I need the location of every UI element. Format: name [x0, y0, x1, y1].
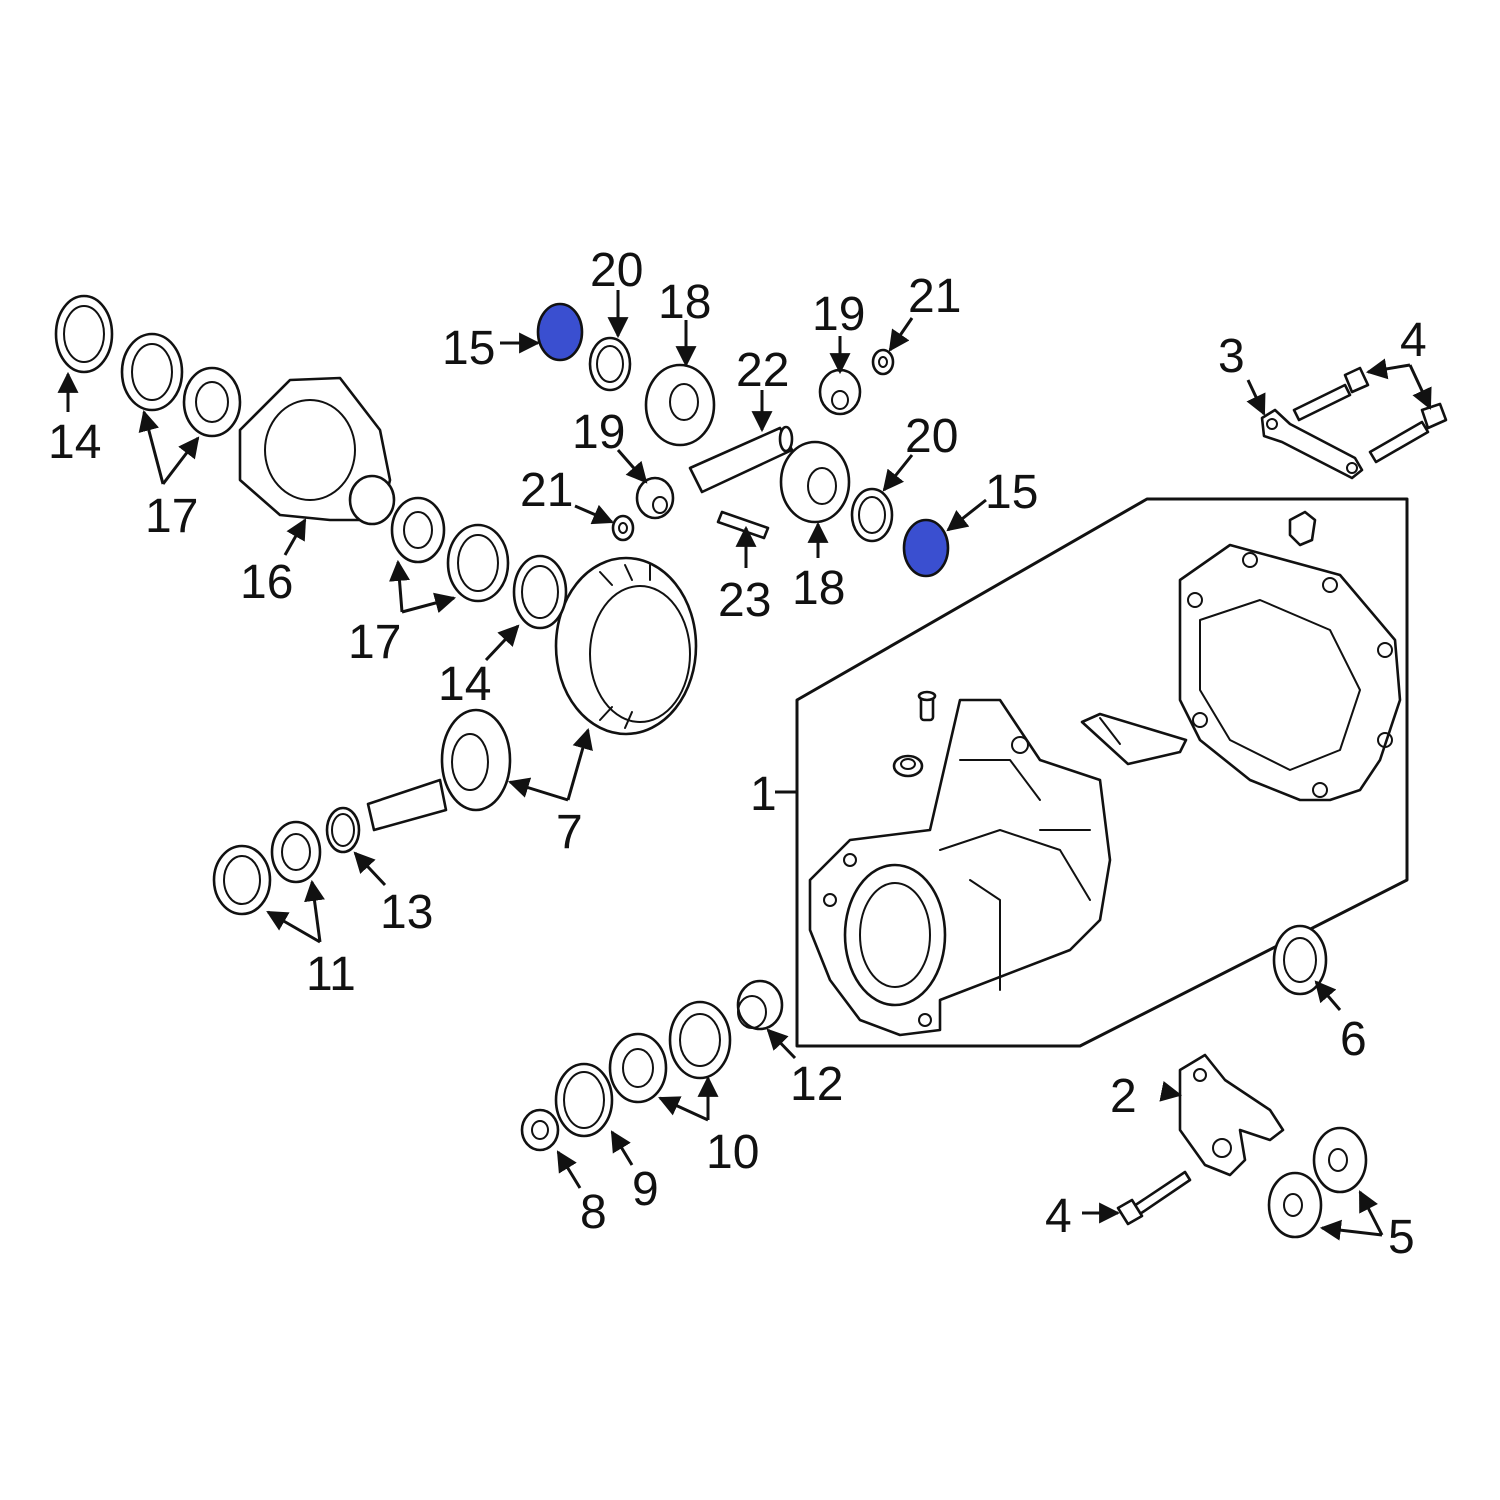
callout-18-bottom: 18	[792, 562, 845, 615]
side-gear-washer-right	[902, 518, 950, 578]
callout-15-right: 15	[985, 466, 1038, 519]
rear-cover	[1178, 543, 1402, 802]
carrier-bearing-left	[120, 332, 242, 438]
carrier-bearing-right	[390, 496, 510, 603]
collapsible-spacer	[736, 979, 784, 1031]
callout-16: 16	[240, 556, 293, 609]
small-seal	[892, 754, 924, 778]
callout-5: 5	[1388, 1211, 1415, 1264]
callout-12: 12	[790, 1058, 843, 1111]
callout-11: 11	[306, 948, 356, 1001]
callout-15-left: 15	[442, 322, 495, 375]
callout-10: 10	[706, 1126, 759, 1179]
mate-washer-lower	[611, 514, 635, 542]
mate-washer-upper	[871, 348, 895, 376]
callout-14-middle: 14	[438, 658, 491, 711]
pinion-washer	[554, 1062, 614, 1138]
callout-17-bottom: 17	[348, 616, 401, 669]
bolt-upper-b	[1368, 402, 1448, 464]
callout-labels: 1 2 3 4 4 5 6 7 8 9 10 11 12 13 14 14 15…	[48, 244, 1427, 1264]
callout-23: 23	[718, 574, 771, 627]
differential-case	[238, 376, 396, 526]
callout-22: 22	[736, 344, 789, 397]
pinion-mate-upper	[818, 368, 862, 416]
callout-6: 6	[1340, 1013, 1367, 1066]
rear-bearing	[212, 820, 322, 916]
callout-19-top: 19	[812, 288, 865, 341]
callout-2: 2	[1110, 1070, 1137, 1123]
differential-housing	[808, 698, 1112, 1037]
mount-bracket	[1178, 1053, 1285, 1177]
callout-1: 1	[750, 768, 777, 821]
callout-8: 8	[580, 1186, 607, 1239]
callout-7: 7	[556, 806, 583, 859]
output-seal	[1272, 924, 1328, 996]
callout-20-bottom: 20	[905, 410, 958, 463]
callout-4-bottom: 4	[1045, 1190, 1072, 1243]
callout-17-top: 17	[145, 490, 198, 543]
mount-washer-upper	[1312, 1126, 1368, 1194]
pinion-nut	[520, 1108, 560, 1152]
thrust-washer-left	[588, 336, 632, 392]
plug-pin	[917, 690, 937, 722]
callout-14-top: 14	[48, 416, 101, 469]
carrier-shim-right	[512, 554, 568, 630]
carrier-shim-left	[54, 294, 114, 374]
callout-18-top: 18	[658, 276, 711, 329]
callout-4-top: 4	[1400, 314, 1427, 367]
callout-3: 3	[1218, 330, 1245, 383]
pinion-shim	[325, 806, 361, 854]
front-bearing	[608, 1000, 732, 1104]
mount-washer-lower	[1267, 1171, 1323, 1239]
housing-group-frame	[795, 497, 1409, 1048]
side-gear-left	[644, 363, 716, 447]
pinion-gear	[366, 708, 512, 832]
callout-9: 9	[632, 1163, 659, 1216]
side-gear-right	[779, 440, 851, 524]
pinion-mate-lower	[635, 476, 675, 520]
callout-21-top: 21	[908, 270, 961, 323]
link-strap	[1260, 408, 1364, 480]
callout-21-bottom: 21	[520, 464, 573, 517]
bracket-plate	[1080, 712, 1188, 766]
breather-fitting	[1288, 510, 1317, 547]
ring-gear	[554, 556, 698, 736]
thrust-washer-right	[850, 487, 894, 543]
pinion-shaft	[688, 425, 794, 494]
lock-pin	[716, 510, 770, 540]
callout-20-top: 20	[590, 244, 643, 297]
bolt-upper-a	[1292, 366, 1370, 422]
side-gear-washer-left	[536, 302, 584, 362]
bolt-lower	[1116, 1170, 1192, 1226]
callout-19-bottom: 19	[572, 406, 625, 459]
callout-13: 13	[380, 886, 433, 939]
leader-lines	[57, 290, 1432, 1241]
